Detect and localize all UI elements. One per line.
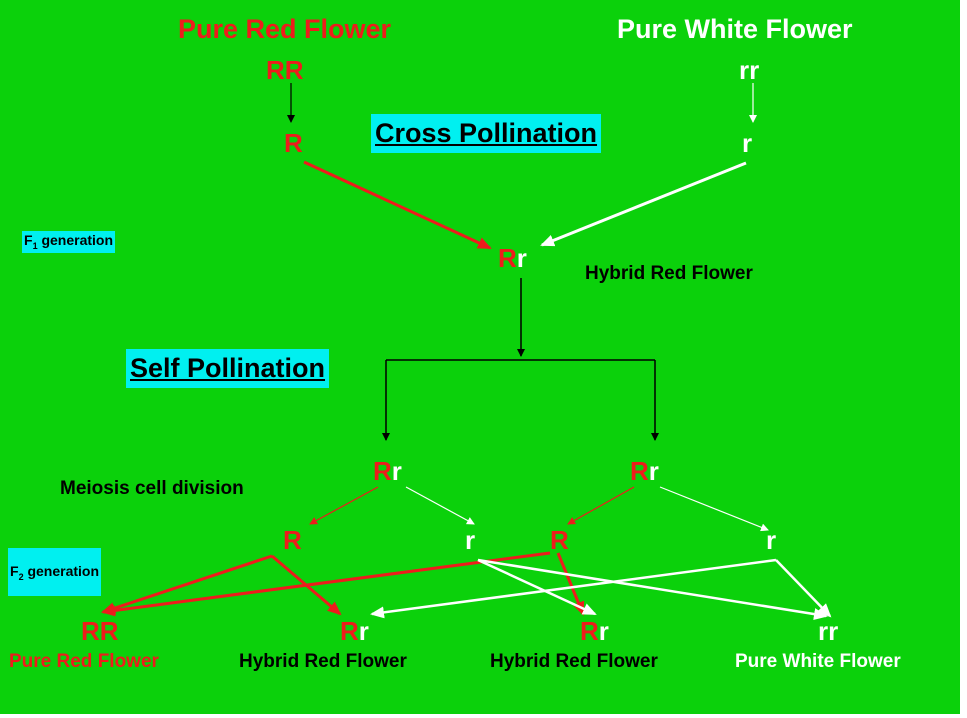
- f2-offspring-1-genotype: RR: [81, 616, 119, 646]
- f2-generation-label: F2 generation: [8, 548, 102, 596]
- f1-description: Hybrid Red Flower: [585, 263, 753, 284]
- cross-r2-rr: [775, 559, 832, 618]
- f2-offspring-4-genotype: rr: [818, 616, 839, 646]
- parent-white-title: Pure White Flower: [617, 14, 853, 44]
- arrow-f1b-to-r: [659, 486, 769, 532]
- gamete-f1-R-right: R: [550, 525, 569, 555]
- f2-offspring-1-name: Pure Red Flower: [9, 651, 159, 672]
- f1-genotype: Rr: [498, 243, 527, 273]
- cross-r2-Rr1: [370, 558, 777, 619]
- cross-R2-Rr2: [556, 552, 585, 616]
- parent-red-genotype: RR: [266, 55, 304, 85]
- gamete-f1-R-left: R: [283, 525, 302, 555]
- parent-red-title: Pure Red Flower: [178, 14, 392, 44]
- f1-generation-label: F1 generation: [22, 231, 116, 253]
- cross-R2-RR: [101, 551, 551, 617]
- cross-pollination-label: Cross Pollination: [371, 114, 602, 153]
- meiosis-label: Meiosis cell division: [60, 478, 244, 499]
- arrow-f1b-to-R: [567, 486, 635, 525]
- cross-r1-rr: [477, 558, 828, 621]
- self-pollination-label: Self Pollination: [126, 349, 330, 388]
- f2-offspring-2-genotype: Rr: [340, 616, 369, 646]
- f2-offspring-3-genotype: Rr: [580, 616, 609, 646]
- f1-copy-left: Rr: [373, 456, 402, 486]
- cross-R1-RR: [101, 554, 273, 614]
- f2-offspring-4-name: Pure White Flower: [735, 651, 901, 672]
- parent-white-genotype: rr: [739, 55, 760, 85]
- arrow-f1a-to-R: [309, 486, 379, 525]
- arrow-R-to-f1: [303, 160, 492, 250]
- f2-offspring-2-name: Hybrid Red Flower: [239, 651, 407, 672]
- cross-r1-Rr2: [477, 558, 597, 616]
- f1-copy-right: Rr: [630, 456, 659, 486]
- gamete-parent-r: r: [742, 128, 753, 158]
- arrow-f1a-to-r: [405, 486, 475, 525]
- arrow-r-to-f1: [540, 161, 747, 247]
- gamete-f1-r-right: r: [766, 525, 777, 555]
- gamete-parent-R: R: [284, 128, 303, 158]
- gamete-f1-r-left: r: [465, 525, 476, 555]
- f2-offspring-3-name: Hybrid Red Flower: [490, 651, 658, 672]
